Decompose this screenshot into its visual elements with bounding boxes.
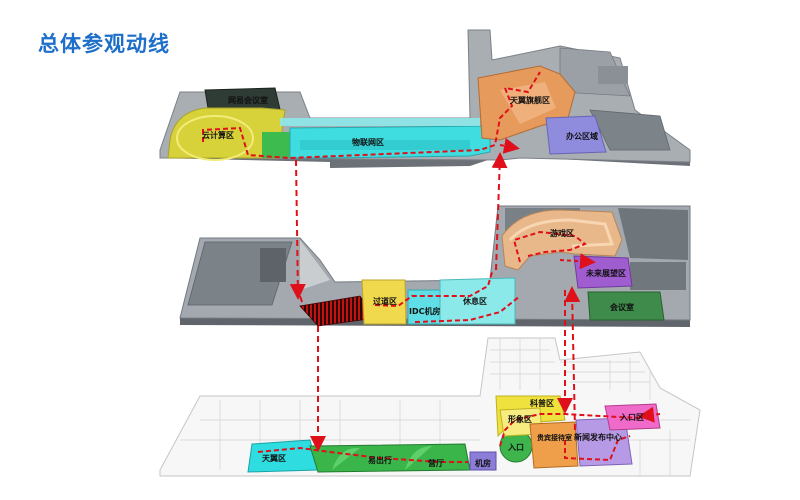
label-hall: 营厅 xyxy=(428,458,444,468)
label-machine-room: 机房 xyxy=(475,458,491,468)
label-idc: IDC机房 xyxy=(409,306,441,316)
label-entrance-right: 入口区 xyxy=(619,413,644,422)
zone-meeting xyxy=(587,291,665,321)
label-press: 新闻发布中心 xyxy=(574,432,622,442)
zone-machine-room xyxy=(469,451,497,471)
label-image: 形象区 xyxy=(508,414,532,424)
label-future: 未来展望区 xyxy=(585,268,626,278)
label-tianyi: 天翼区 xyxy=(262,453,286,463)
label-tech: 科普区 xyxy=(530,398,554,408)
label-cloud-computing: 云计算区 xyxy=(202,130,234,140)
vertical-route-connectors xyxy=(289,152,581,452)
label-reception: 贵宾接待室 xyxy=(537,433,572,442)
label-iot: 物联网区 xyxy=(352,137,384,147)
label-entrance-left: 入口 xyxy=(507,443,524,452)
top-floor: 网易会议室 云计算区 物联网区 天翼旗舰区 办公区域 xyxy=(159,29,691,168)
page-title: 总体参观动线 xyxy=(38,32,170,56)
middle-floor: 游戏区 未来展望区 过道区 IDC机房 休息区 会议室 xyxy=(179,205,691,327)
label-office: 办公区域 xyxy=(566,131,598,141)
label-rest: 休息区 xyxy=(462,296,487,306)
label-easy-go: 易出行 xyxy=(368,455,392,465)
label-tianyi-flagship: 天翼旗舰区 xyxy=(510,95,550,105)
label-nebula-meeting: 网易会议室 xyxy=(228,95,268,105)
label-meeting: 会议室 xyxy=(610,302,634,312)
label-game: 游戏区 xyxy=(550,228,574,238)
zone-transition xyxy=(361,279,407,325)
label-transition: 过道区 xyxy=(373,296,397,306)
zone-reception xyxy=(529,421,579,469)
zone-office xyxy=(545,115,607,155)
bottom-floor: 天翼区 易出行 营厅 机房 入口 科普区 形象区 贵宾接待室 新闻发布中心 入口… xyxy=(159,337,701,477)
